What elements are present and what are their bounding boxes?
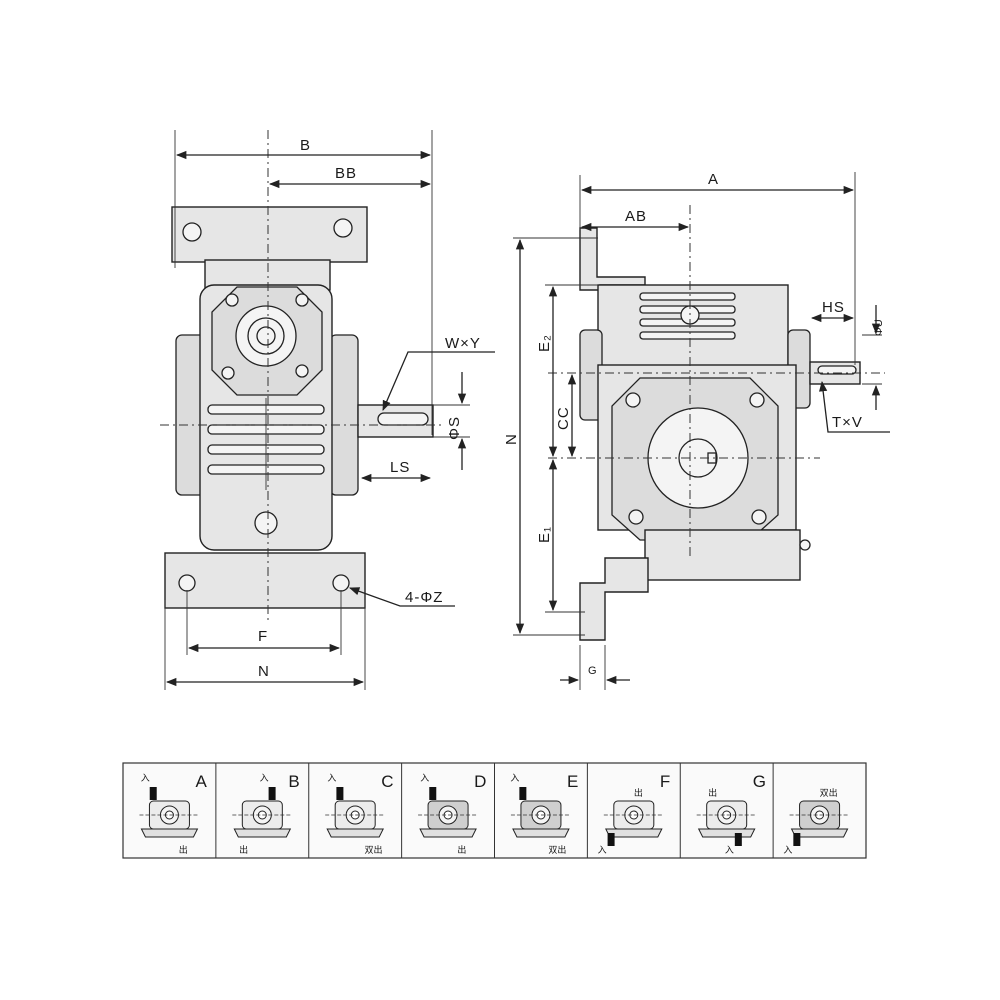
bottom-flange-plate xyxy=(164,552,366,609)
mini-input-shaft xyxy=(519,787,527,800)
drain-plug xyxy=(799,539,811,551)
leader-TxV xyxy=(818,380,890,433)
lower-housing xyxy=(644,529,801,581)
label-E1: E₁ xyxy=(536,526,553,543)
leader-4phiZ xyxy=(349,587,455,607)
input-shaft-bore xyxy=(256,326,276,346)
label-F: F xyxy=(258,628,268,645)
mount-cell-input-label: 入 xyxy=(598,845,607,856)
mount-cell-g[interactable]: G 入 出 xyxy=(679,763,766,858)
label-AB: AB xyxy=(625,208,647,225)
input-shaft-key xyxy=(817,365,857,375)
mount-cell-input-label: 入 xyxy=(141,773,150,784)
mount-cell-output-label: 出 xyxy=(708,787,717,799)
bottom-foot-profile xyxy=(579,557,649,641)
mount-cell-output-label: 双出 xyxy=(548,844,566,856)
top-flange-profile xyxy=(579,227,646,291)
mount-cell-f[interactable]: F 入 出 xyxy=(586,763,670,858)
label-E2: E₂ xyxy=(536,334,553,352)
bottom-right-mount-hole xyxy=(332,574,350,592)
cover-bolt-3 xyxy=(221,366,235,380)
bottom-left-mount-hole xyxy=(178,574,196,592)
label-phiS: ΦS xyxy=(446,416,463,440)
label-TxV: T×V xyxy=(832,414,863,431)
mount-cell-input-label: 入 xyxy=(327,773,336,784)
mini-input-shaft xyxy=(149,787,157,800)
mount-cell-e[interactable]: E 入双出 xyxy=(494,763,579,858)
label-HS: HS xyxy=(822,299,845,316)
mini-base xyxy=(512,828,570,838)
label-CC: CC xyxy=(555,406,572,430)
mount-cell-letter: B xyxy=(288,772,299,791)
output-shaft-key xyxy=(377,412,429,426)
label-4phiZ: 4-ΦZ xyxy=(405,589,443,606)
mount-cell-letter: A xyxy=(195,772,207,791)
mini-input-shaft xyxy=(336,787,344,800)
mount-cell-b[interactable]: B 入出 xyxy=(215,763,300,858)
top-flange-plate xyxy=(171,206,368,263)
mini-base xyxy=(326,828,384,838)
mini-base xyxy=(419,828,477,838)
mount-cell-letter: G xyxy=(753,772,766,791)
mount-cell-input-label: 入 xyxy=(783,845,792,856)
label-B: B xyxy=(300,137,311,154)
top-right-mount-hole xyxy=(333,218,353,238)
mount-cell-letter: E xyxy=(567,772,578,791)
mount-cell-c[interactable]: C 入双出 xyxy=(308,763,394,858)
mount-cell-input-label: 入 xyxy=(260,773,269,784)
mount-cell-output-label: 双出 xyxy=(820,787,838,799)
mount-cell-output-label: 出 xyxy=(634,787,643,799)
label-G: G xyxy=(588,665,597,677)
mount-cell-output-label: 双出 xyxy=(364,844,382,856)
label-LS: LS xyxy=(390,459,410,476)
label-WxY: W×Y xyxy=(445,335,481,352)
mount-cell-d[interactable]: D 入出 xyxy=(401,763,487,858)
top-left-mount-hole xyxy=(182,222,202,242)
plate-bolt-3 xyxy=(628,509,644,525)
mini-base xyxy=(233,828,292,838)
lower-boss xyxy=(254,511,278,535)
leader-WxY xyxy=(382,351,495,411)
mount-cell-a[interactable]: A 入出 xyxy=(139,772,207,856)
cover-bolt-2 xyxy=(295,293,309,307)
mini-base xyxy=(140,828,199,838)
mount-cell-letter: F xyxy=(660,772,670,791)
mount-cell-output-label: 出 xyxy=(179,844,188,856)
left-view: B BB W×Y ΦS LS 4-ΦZ F N xyxy=(160,130,495,690)
cooling-fins xyxy=(207,398,325,490)
mini-base xyxy=(697,828,756,838)
plate-bolt-2 xyxy=(749,392,765,408)
label-BB: BB xyxy=(335,165,357,182)
plate-bolt-4 xyxy=(751,509,767,525)
mini-input-shaft xyxy=(734,833,742,846)
mount-cell-h[interactable]: 入 双出 xyxy=(772,763,850,858)
right-view: A AB HS ΦU T×V N E₂ CC E₁ G xyxy=(503,171,890,690)
mount-cell-letter: C xyxy=(381,772,393,791)
label-N-left: N xyxy=(258,663,270,680)
label-A: A xyxy=(708,171,719,188)
mini-input-shaft xyxy=(607,833,615,846)
label-phiU: ΦU xyxy=(873,319,885,336)
cover-bolt-4 xyxy=(295,364,309,378)
mount-cell-output-label: 出 xyxy=(239,844,248,856)
mini-input-shaft xyxy=(268,787,276,800)
mount-cell-input-label: 入 xyxy=(420,773,429,784)
mount-cell-letter: D xyxy=(474,772,486,791)
cover-bolt-1 xyxy=(225,293,239,307)
right-side-cover xyxy=(329,334,359,496)
plate-bolt-1 xyxy=(625,392,641,408)
mount-cell-output-label: 出 xyxy=(457,844,466,856)
output-bore xyxy=(678,438,718,478)
mount-cell-input-label: 入 xyxy=(725,845,734,856)
label-N-right: N xyxy=(503,433,520,445)
mini-input-shaft xyxy=(793,833,801,846)
mount-cell-input-label: 入 xyxy=(510,773,519,784)
mini-input-shaft xyxy=(429,787,437,800)
